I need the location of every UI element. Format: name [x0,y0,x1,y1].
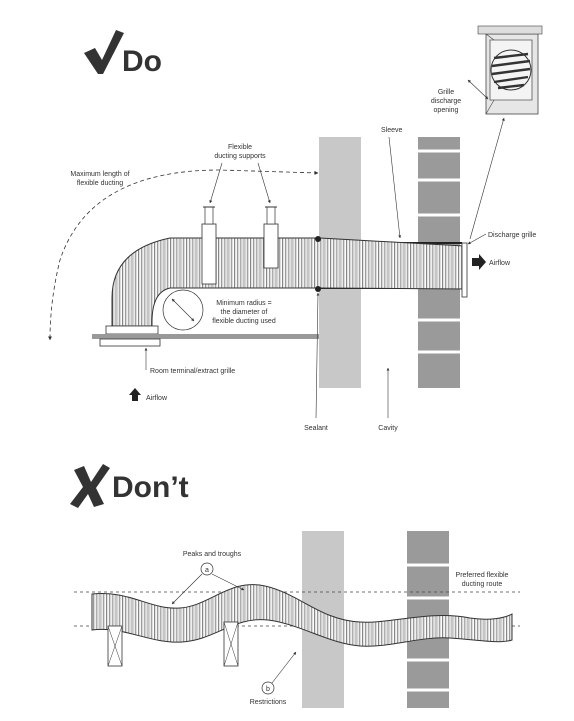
discharge-grille-plate [461,242,468,298]
marker-a: a [205,567,209,574]
dont-heading: Don’t [70,464,189,508]
label-sleeve: Sleeve [381,127,403,134]
do-heading: Do [84,30,162,78]
label-min-radius-3: flexible ducting used [212,318,276,325]
label-preferred-route-2: ducting route [462,581,503,588]
label-preferred-route-1: Preferred flexible [456,572,509,579]
external-wall-grille-illustration [477,25,543,115]
marker-b: b [266,686,270,693]
flexible-duct-do [105,237,465,335]
label-max-length-1: Maximum length of [70,171,129,178]
room-terminal-grille [99,338,161,347]
label-grille-discharge-2: discharge [431,98,461,105]
label-flex-supports-1: Flexible [228,144,252,151]
ceiling-line [92,334,319,339]
airflow-arrow-icon [472,254,486,270]
sealant-top [315,236,321,242]
label-cavity: Cavity [378,425,398,432]
dont-heading-text: Don’t [112,471,189,504]
airflow-arrow-icon [129,388,141,401]
label-min-radius-2: the diameter of [221,309,268,316]
cross-mark-icon [70,464,110,508]
dont-supports [107,621,239,667]
label-room-terminal: Room terminal/extract grille [150,368,235,375]
max-length-arc [48,169,319,341]
check-mark-icon [84,30,124,74]
label-discharge-grille: Discharge grille [488,232,536,239]
label-airflow-in: Airflow [146,395,168,402]
label-max-length-2: flexible ducting [77,180,123,187]
label-grille-discharge-1: Grille [438,89,454,96]
do-heading-text: Do [122,45,162,78]
label-grille-discharge-3: opening [434,107,459,114]
label-peaks-troughs: Peaks and troughs [183,551,242,558]
marker-a-circle [200,562,214,576]
label-min-radius-1: Minimum radius = [216,300,271,307]
label-restrictions: Restrictions [250,699,287,706]
label-airflow-out: Airflow [489,260,511,267]
label-flex-supports-2: ducting supports [214,153,266,160]
label-sealant: Sealant [304,425,328,432]
marker-b-circle [261,681,275,695]
sealant-bottom [315,286,321,292]
